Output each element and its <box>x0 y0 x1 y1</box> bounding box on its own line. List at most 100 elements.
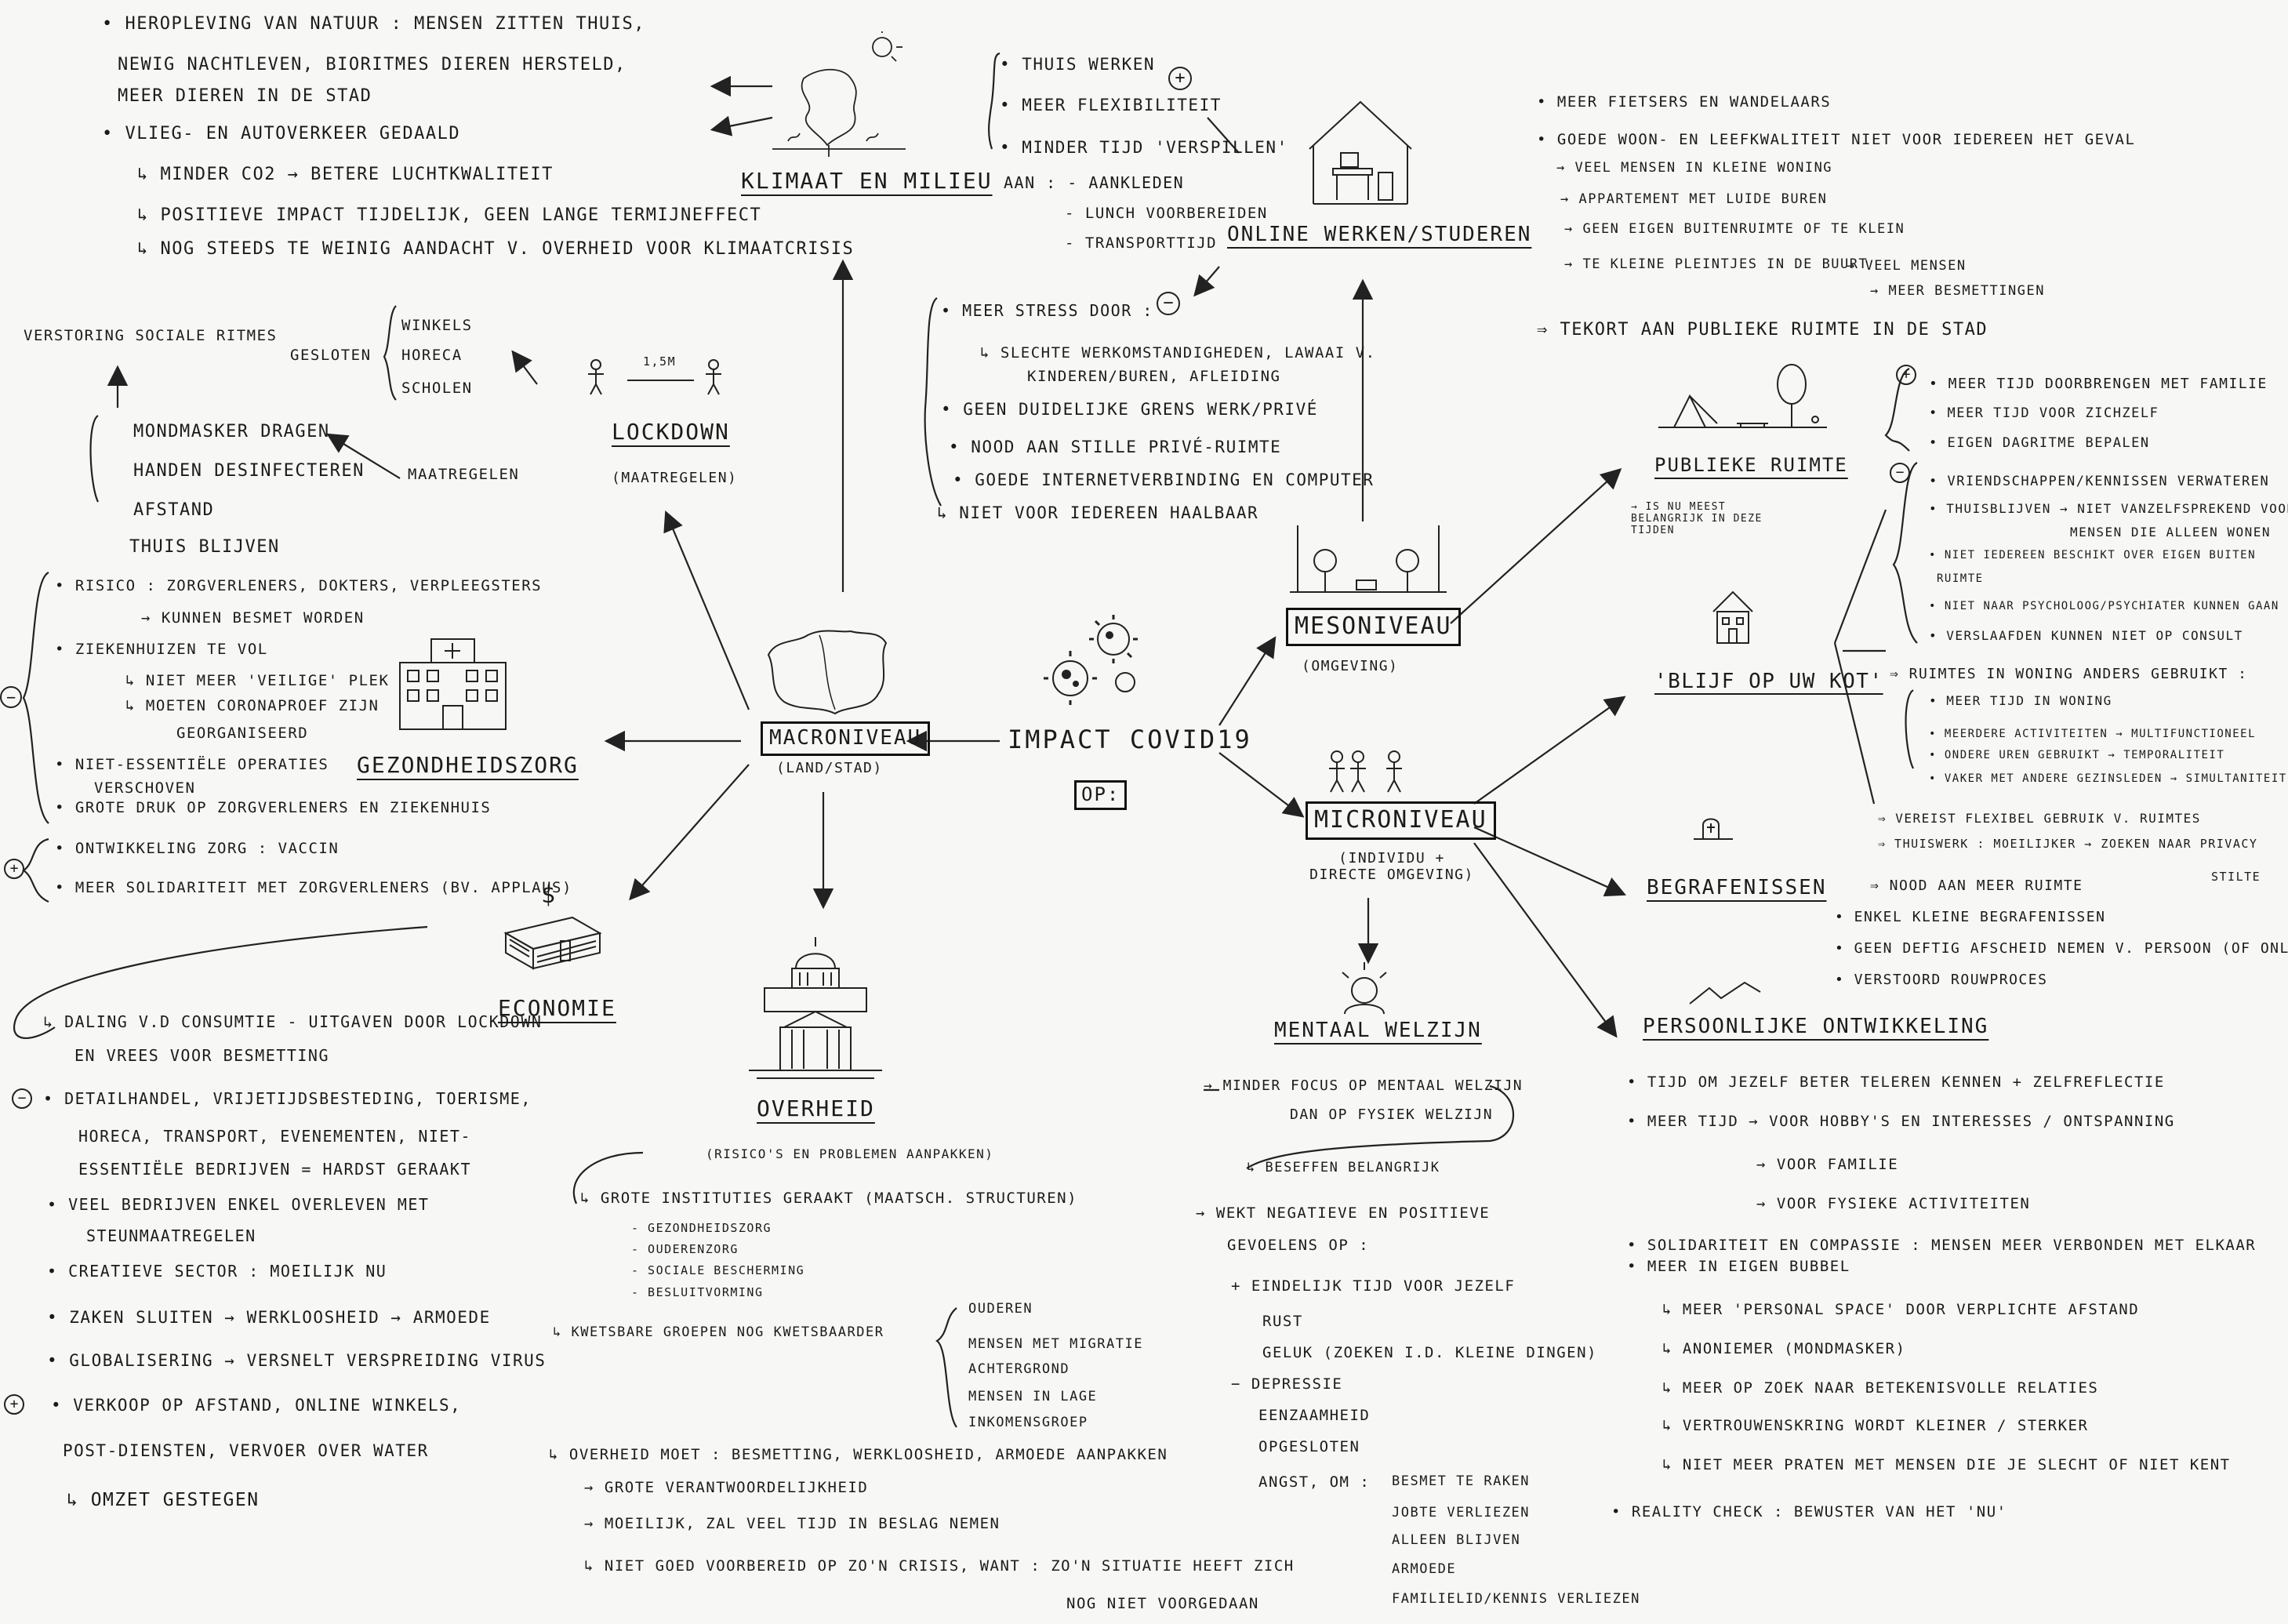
measure-item: THUIS BLIJVEN <box>129 537 280 557</box>
mentaal-fear: ALLEEN BLIJVEN <box>1392 1532 1521 1548</box>
mentaal-fear: BESMET TE RAKEN <box>1392 1473 1531 1489</box>
persoonlijk-line: → VOOR FYSIEKE ACTIVITEITEN <box>1756 1195 2031 1212</box>
meso-line: → TE KLEINE PLEINTJES IN DE BUURT <box>1564 256 1869 272</box>
overheid-group: INKOMENSGROEP <box>968 1415 1088 1430</box>
closed-item: WINKELS <box>401 317 473 334</box>
government-building-icon <box>749 937 882 1079</box>
blijf-room-line: • ONDERE UREN GEBRUIKT → TEMPORALITEIT <box>1929 749 2225 761</box>
klimaat-line: NEWIG NACHTLEVEN, BIORITMES DIEREN HERST… <box>118 55 626 74</box>
overheid-line: - GEZONDHEIDSZORG <box>631 1221 772 1235</box>
meso-line: → VEEL MENSEN <box>1847 258 1967 274</box>
mentaal-line: RUST <box>1262 1313 1303 1330</box>
online-minus-line: • GEEN DUIDELIJKE GRENS WERK/PRIVÉ <box>941 400 1318 419</box>
economie-minus-line: • CREATIEVE SECTOR : MOEILIJK NU <box>47 1262 387 1281</box>
overheid-line: NOG NIET VOORGEDAAN <box>1066 1595 1259 1612</box>
link-micro-persoonlijk <box>1473 842 1618 1038</box>
begrafenis-line: • VERSTOORD ROUWPROCES <box>1835 972 2048 988</box>
overheid-group: OUDEREN <box>968 1301 1033 1317</box>
hospital-icon <box>399 638 507 730</box>
online-plus-line: AAN : - AANKLEDEN <box>1004 173 1185 192</box>
online-plus-line: • MEER FLEXIBILITEIT <box>1000 96 1222 114</box>
meso-sub: (OMGEVING) <box>1302 658 1399 674</box>
mentaal-line: → WEKT NEGATIEVE EN POSITIEVE <box>1196 1204 1491 1222</box>
link-micro-blijf <box>1473 696 1626 805</box>
link-center-meso <box>1218 636 1277 726</box>
overheid-group: MENSEN MET MIGRATIE <box>968 1336 1143 1352</box>
lockdown-sub: (MAATREGELEN) <box>612 470 738 486</box>
distance-people-icon <box>588 359 721 395</box>
online-minus-line: ↳ NIET VOOR IEDEREEN HAALBAAR <box>937 503 1259 522</box>
meso-node[interactable]: MESONIVEAU <box>1286 608 1461 646</box>
blijf-room-line: • MEER TIJD IN WONING <box>1929 693 2112 708</box>
plus-icon: + <box>4 859 24 879</box>
meso-line: → GEEN EIGEN BUITENRUIMTE OF TE KLEIN <box>1564 221 1905 237</box>
begrafenis-line: • ENKEL KLEINE BEGRAFENISSEN <box>1835 909 2106 925</box>
people-icon <box>1329 750 1402 793</box>
blijf-room-line: ⇒ NOOD AAN MEER RUIMTE <box>1870 877 2083 894</box>
macro-node[interactable]: MACRONIVEAU <box>761 721 931 756</box>
klimaat-line: MEER DIEREN IN DE STAD <box>118 86 372 106</box>
plus-icon: + <box>1168 67 1192 90</box>
economie-minus-line: • ZAKEN SLUITEN → WERKLOOSHEID → ARMOEDE <box>47 1308 491 1327</box>
economie-minus-line: HORECA, TRANSPORT, EVENEMENTEN, NIET- <box>78 1127 472 1146</box>
gesloten-label: GESLOTEN <box>290 347 372 364</box>
home-office-icon <box>1309 100 1412 205</box>
gezondheid-minus-line: • RISICO : ZORGVERLENERS, DOKTERS, VERPL… <box>55 577 543 594</box>
minus-icon: − <box>1890 463 1910 483</box>
economie-minus-line: STEUNMAATREGELEN <box>86 1226 256 1245</box>
mentaal-line: + EINDELIJK TIJD VOOR JEZELF <box>1231 1277 1516 1295</box>
persoonlijk-line: • TIJD OM JEZELF BETER TELEREN KENNEN + … <box>1627 1074 2165 1091</box>
online-minus-line: • MEER STRESS DOOR : <box>941 301 1153 320</box>
center-sub: OP: <box>1074 780 1128 810</box>
mentaal-line: ANGST, OM : <box>1258 1473 1371 1491</box>
micro-node[interactable]: MICRONIVEAU <box>1306 801 1496 840</box>
virus-icon <box>1044 615 1138 705</box>
meso-line: • GOEDE WOON- EN LEEFKWALITEIT NIET VOOR… <box>1537 131 2136 148</box>
persoonlijk-line: • MEER IN EIGEN BUBBEL <box>1627 1258 1850 1275</box>
overheid-group: MENSEN IN LAGE <box>968 1389 1098 1404</box>
overheid-line: - SOCIALE BESCHERMING <box>631 1263 805 1277</box>
online-plus-line: - LUNCH VOORBEREIDEN <box>1065 205 1268 222</box>
verstoring-label: VERSTORING SOCIALE RITMES <box>24 327 278 344</box>
measure-item: MONDMASKER DRAGEN <box>133 422 330 441</box>
blijf-room-line: • MEERDERE ACTIVITEITEN → MULTIFUNCTIONE… <box>1929 728 2257 740</box>
blijf-title: 'BLIJF OP UW KOT' <box>1654 670 1883 693</box>
mentaal-line: GEVOELENS OP : <box>1227 1237 1370 1254</box>
link-center-micro <box>1218 752 1305 818</box>
minus-icon: − <box>12 1088 32 1109</box>
distance-label: 1,5m <box>643 354 677 369</box>
economie-title: ECONOMIE <box>498 995 616 1021</box>
publiek-title: PUBLIEKE RUIMTE <box>1654 454 1848 476</box>
macro-sub: (LAND/STAD) <box>776 760 883 776</box>
blijf-minus-line: • VRIENDSCHAPPEN/KENNISSEN VERWATEREN <box>1929 474 2270 489</box>
money-stack-icon <box>503 916 602 970</box>
economie-plus-line: POST-DIENSTEN, VERVOER OVER WATER <box>63 1441 429 1460</box>
online-minus-line: • NOOD AAN STILLE PRIVÉ-RUIMTE <box>949 438 1282 456</box>
blijf-minus-line: • NIET IEDEREEN BESCHIKT OVER EIGEN BUIT… <box>1929 549 2257 561</box>
plus-icon: + <box>1896 365 1916 385</box>
blijf-minus-line: • THUISBLIJVEN → NIET VANZELFSPREKEND VO… <box>1929 501 2288 516</box>
economie-minus-line: • VEEL BEDRIJVEN ENKEL OVERLEVEN MET <box>47 1195 430 1214</box>
overheid-title: OVERHEID <box>757 1095 875 1121</box>
persoonlijk-line: → VOOR FAMILIE <box>1756 1156 1899 1173</box>
persoonlijk-line: • MEER TIJD → VOOR HOBBY'S EN INTERESSES… <box>1627 1113 2175 1130</box>
overheid-line: ↳ KWETSBARE GROEPEN NOG KWETSBAARDER <box>553 1324 884 1340</box>
online-minus-line: KINDEREN/BUREN, AFLEIDING <box>1027 368 1281 385</box>
mentaal-line: EENZAAMHEID <box>1258 1407 1371 1424</box>
begrafenis-line: • GEEN DEFTIG AFSCHEID NEMEN V. PERSOON … <box>1835 940 2288 957</box>
minus-icon: − <box>1157 292 1180 315</box>
economie-minus-line: ESSENTIËLE BEDRIJVEN = HARDST GERAAKT <box>78 1160 472 1179</box>
overheid-line: ↳ NIET GOED VOORBEREID OP ZO'N CRISIS, W… <box>584 1557 1295 1575</box>
online-title: ONLINE WERKEN/STUDEREN <box>1227 223 1532 246</box>
mentaal-line: GELUK (ZOEKEN I.D. KLEINE DINGEN) <box>1262 1344 1597 1361</box>
gezondheid-minus-line: • ZIEKENHUIZEN TE VOL <box>55 641 268 658</box>
gezondheid-minus-line: ↳ MOETEN CORONAPROEF ZIJN <box>125 697 380 714</box>
gezondheid-minus-line: ↳ NIET MEER 'VEILIGE' PLEK <box>125 672 390 689</box>
persoonlijk-line: • REALITY CHECK : BEWUSTER VAN HET 'NU' <box>1611 1503 2007 1520</box>
meso-line: ⇒ TEKORT AAN PUBLIEKE RUIMTE IN DE STAD <box>1537 320 1988 340</box>
mentaal-fear: JOBTE VERLIEZEN <box>1392 1505 1531 1520</box>
gezondheid-minus-line: • NIET-ESSENTIËLE OPERATIES <box>55 756 329 773</box>
online-minus-line: ↳ SLECHTE WERKOMSTANDIGHEDEN, LAWAAI V. <box>980 344 1376 361</box>
lockdown-title: LOCKDOWN <box>612 419 730 445</box>
